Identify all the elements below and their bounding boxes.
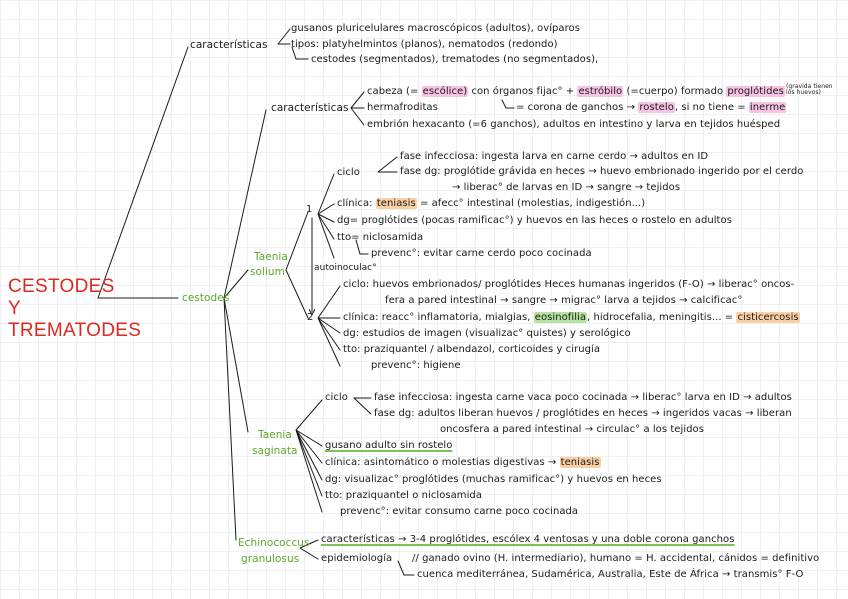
solium-dg: dg= proglótides (pocas ramificac°) y hue… <box>337 215 732 226</box>
connector-cestodes-solium <box>223 269 249 299</box>
solium-ciclo-label: ciclo <box>337 167 360 178</box>
segmentados-text: cestodes (segmentados), trematodes (no s… <box>311 54 599 65</box>
saginata-tto: tto: praziquantel o niclosamida <box>325 490 482 501</box>
tipos-text: tipos: platyhelmintos (planos), nematodo… <box>291 39 558 50</box>
saginata-label-2: saginata <box>252 445 298 457</box>
solium-label-1: Taenia <box>254 251 288 263</box>
saginata-fase-dg-2: oncosfera a pared intestinal → circulac°… <box>440 424 704 435</box>
gusanos-text: gusanos pluricelulares macroscópicos (ad… <box>291 23 580 34</box>
saginata-gusano: gusano adulto sin rostelo <box>325 440 453 451</box>
solium-clinica: clínica: teniasis = afecc° intestinal (m… <box>337 198 646 209</box>
connector-cestodes-echinococcus <box>223 297 237 541</box>
connector-cestodes-caracteristicas <box>223 109 267 299</box>
echinococcus-epid-2: cuenca mediterránea, Sudamérica, Austral… <box>417 569 804 580</box>
echinococcus-caracteristicas: características → 3-4 proglótides, escól… <box>321 534 735 545</box>
cestodes-caracteristicas-label: características <box>271 102 349 114</box>
solium-tto2: tto: praziquantel / albendazol, corticoi… <box>343 344 601 355</box>
autoinoculac-text: autoinoculac° <box>314 263 377 273</box>
saginata-fase-dg-1: fase dg: adultos liberan huevos / progló… <box>374 408 792 419</box>
cabeza-text: cabeza (= escólice) con órganos fijac° +… <box>367 86 785 97</box>
solium-ciclo2-2: fera a pared intestinal → sangre → migra… <box>385 295 743 306</box>
corona-text: = corona de ganchos → rostelo, si no tie… <box>516 102 787 113</box>
solium-fase-dg-1: fase dg: proglótide grávida en heces → h… <box>400 166 804 177</box>
solium-number-2: 2 <box>307 312 314 323</box>
saginata-ciclo-label: ciclo <box>325 392 348 403</box>
solium-tto: tto= niclosamida <box>337 232 424 243</box>
saginata-dg: dg: visualizac° proglótides (muchas rami… <box>325 474 662 485</box>
echinococcus-label-2: granulosus <box>241 553 300 565</box>
saginata-fase-infecciosa: fase infecciosa: ingesta carne vaca poco… <box>374 392 792 403</box>
saginata-label-1: Taenia <box>258 429 292 441</box>
solium-clinica2: clínica: reacc° inflamatoria, mialgias, … <box>343 312 800 323</box>
embrion-text: embrión hexacanto (=6 ganchos), adultos … <box>367 119 781 130</box>
solium-fase-infecciosa: fase infecciosa: ingesta larva en carne … <box>400 151 709 162</box>
solium-prevenc2: prevenc°: higiene <box>371 360 461 371</box>
gravida-note: (gravida tienen los huevos) <box>786 83 833 96</box>
solium-prevenc: prevenc°: evitar carne cerdo poco cocina… <box>371 248 592 259</box>
saginata-prevenc: prevenc°: evitar consumo carne poco coci… <box>340 506 579 517</box>
echinococcus-label-1: Echinococcus <box>238 537 310 549</box>
connector-cestodes-saginata <box>223 297 249 433</box>
solium-label-2: solium <box>250 266 285 278</box>
solium-ciclo2-1: ciclo: huevos embrionados/ proglótides H… <box>343 279 795 290</box>
connector-title-caracteristicas <box>97 46 189 299</box>
echinococcus-epid-1: // ganado ovino (H. intermediario), huma… <box>412 553 820 564</box>
solium-dg2: dg: estudios de imagen (visualizac° quis… <box>343 328 631 339</box>
echinococcus-epid-label: epidemiología <box>321 553 393 564</box>
solium-number-1: 1 <box>306 204 313 215</box>
caracteristicas-label: características <box>190 39 268 51</box>
saginata-clinica: clínica: asintomático o molestias digest… <box>325 457 601 468</box>
solium-fase-dg-2: → liberac° de larvas en ID → sangre → te… <box>452 182 681 193</box>
cestodes-label: cestodes <box>182 292 230 304</box>
map-title: CESTODES Y TREMATODES <box>8 276 142 341</box>
hermafroditas-text: hermafroditas <box>367 102 438 113</box>
